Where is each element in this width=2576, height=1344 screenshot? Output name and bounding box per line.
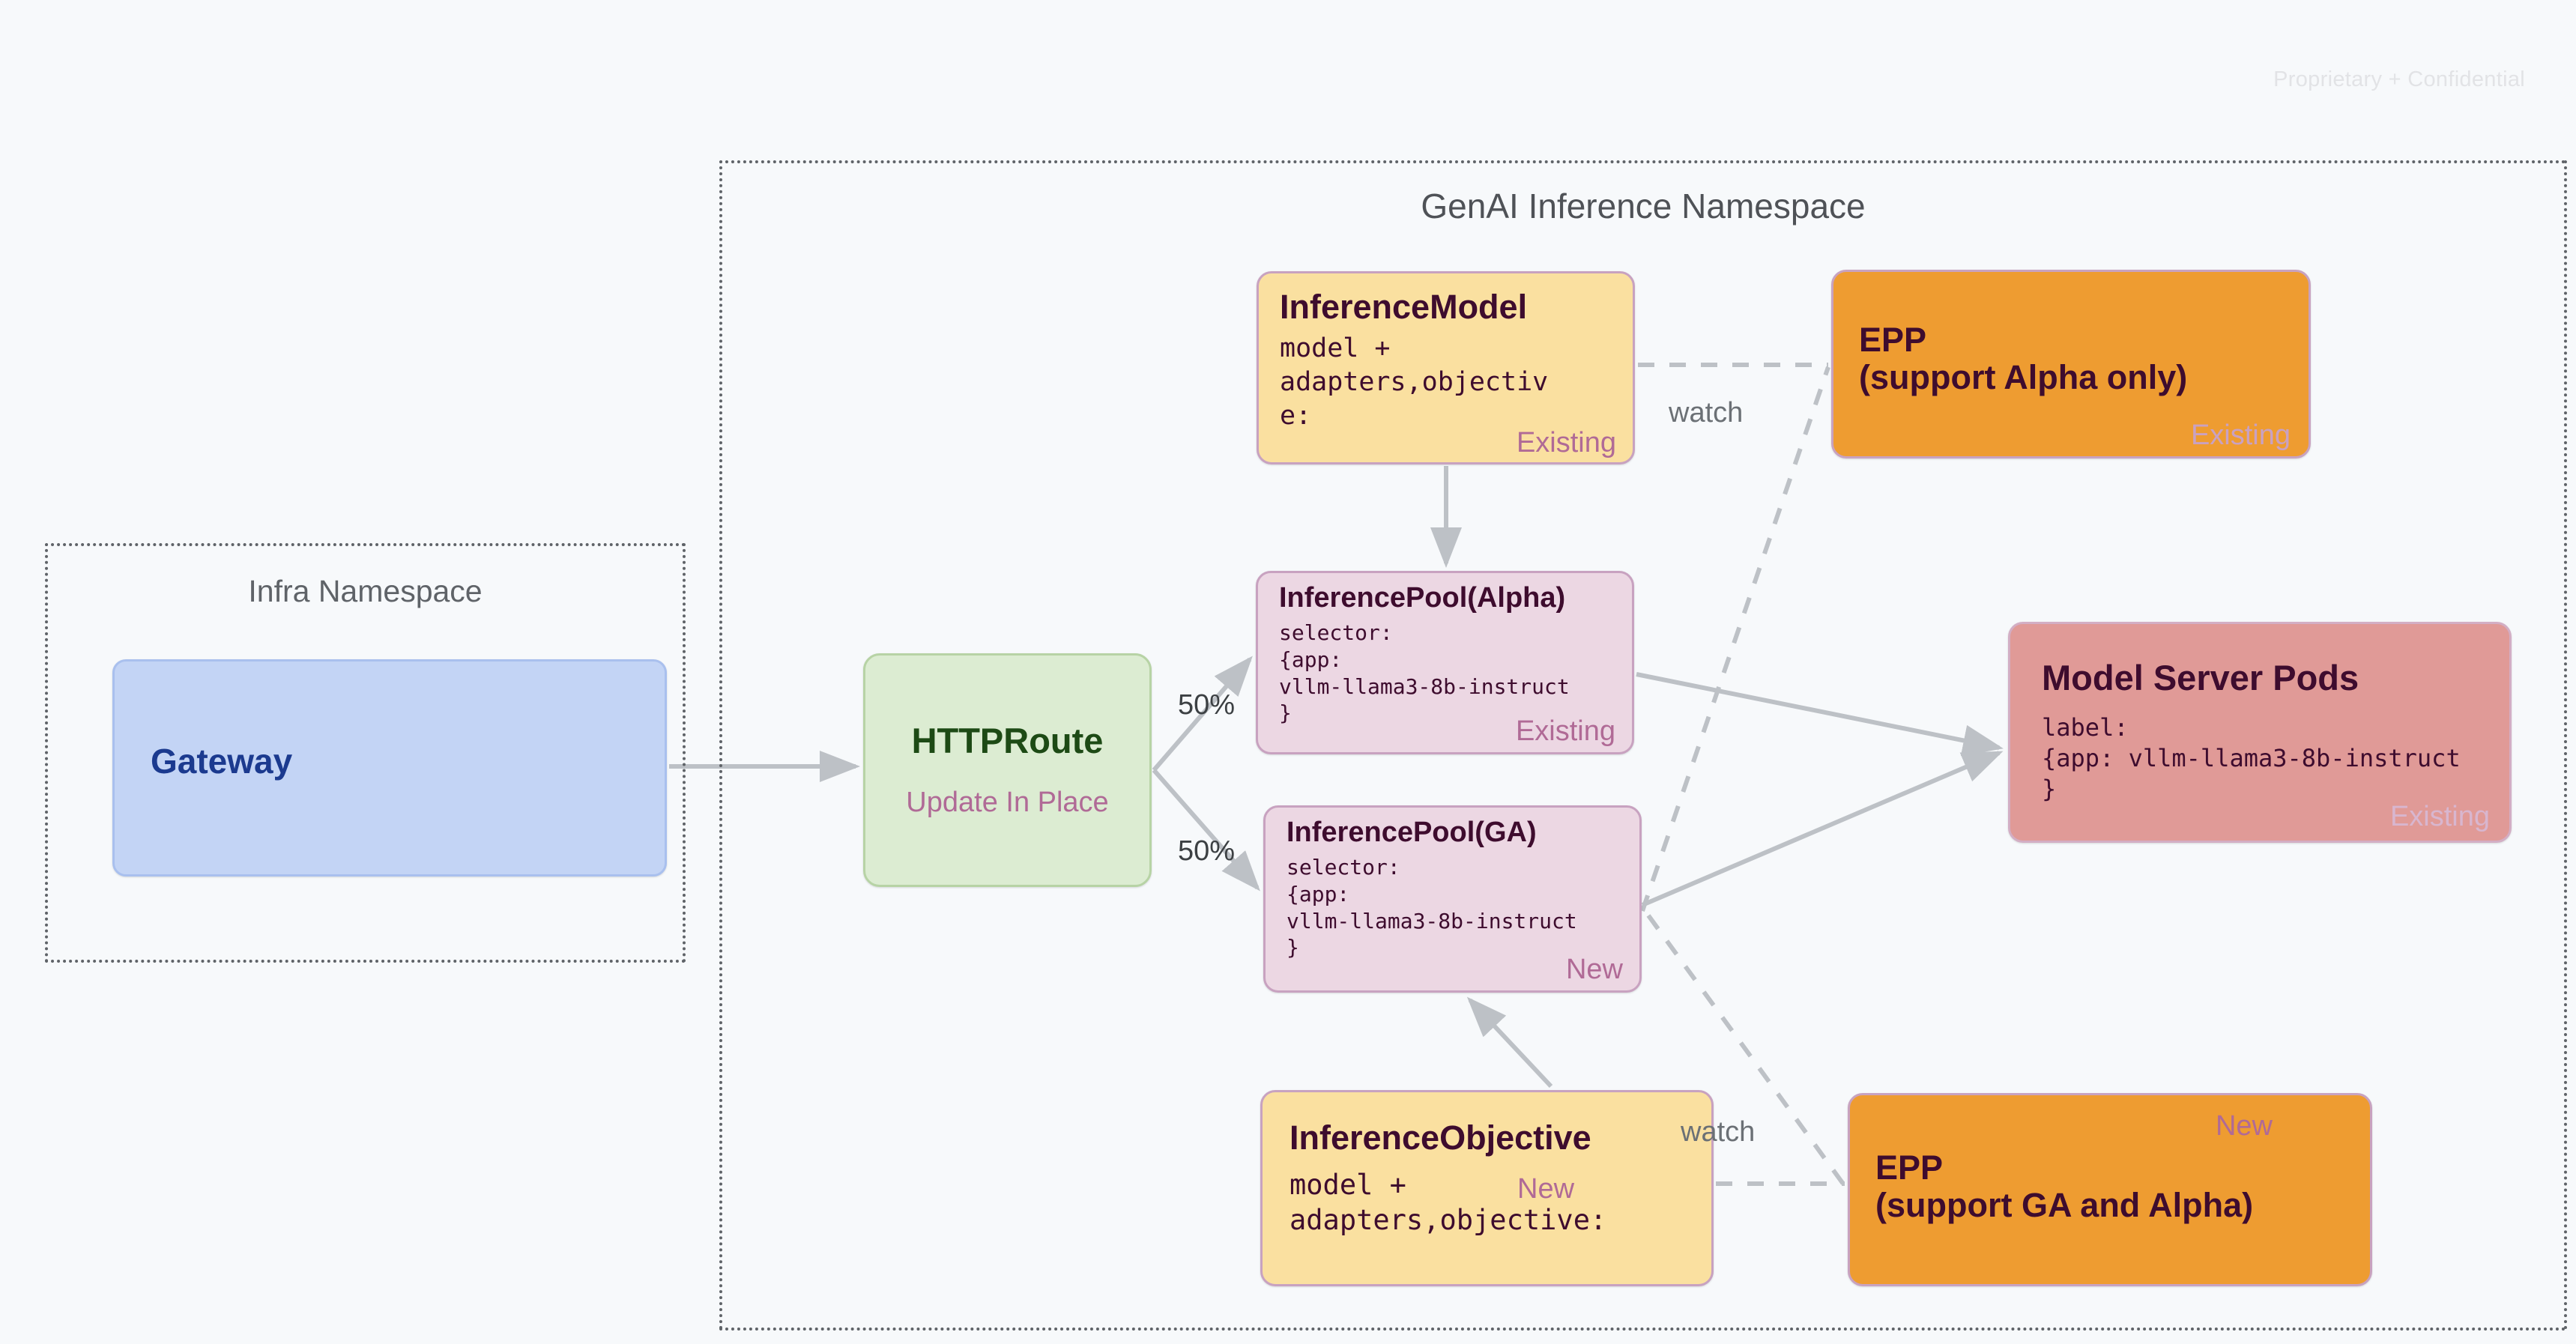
inferencepool-alpha-status-tag: Existing bbox=[1515, 715, 1615, 747]
node-epp-alpha[interactable]: EPP (support Alpha only) Existing bbox=[1831, 270, 2311, 458]
epp-ga-status-tag: New bbox=[2215, 1110, 2273, 1142]
edge-label-watch-bottom: watch bbox=[1681, 1116, 1756, 1148]
node-inferencepool-ga[interactable]: InferencePool(GA) selector: {app: vllm-l… bbox=[1263, 805, 1642, 993]
epp-alpha-status-tag: Existing bbox=[2190, 420, 2291, 451]
node-epp-ga[interactable]: EPP (support GA and Alpha) New bbox=[1848, 1093, 2372, 1286]
inferenceobjective-title: InferenceObjective bbox=[1289, 1119, 1591, 1157]
httproute-status-tag: Update In Place bbox=[906, 787, 1109, 818]
inferencepool-alpha-body: selector: {app: vllm-llama3-8b-instruct … bbox=[1279, 620, 1570, 726]
edge-label-watch-top: watch bbox=[1669, 397, 1744, 429]
genai-namespace-title: GenAI Inference Namespace bbox=[1421, 187, 1866, 225]
inferencepool-alpha-title: InferencePool(Alpha) bbox=[1279, 582, 1566, 614]
edge-label-split-top: 50% bbox=[1178, 689, 1236, 721]
edge-label-split-bottom: 50% bbox=[1178, 835, 1236, 867]
model-server-pods-title: Model Server Pods bbox=[2042, 658, 2359, 697]
node-httproute[interactable]: HTTPRoute Update In Place bbox=[863, 653, 1152, 887]
epp-alpha-title: EPP (support Alpha only) bbox=[1859, 321, 2188, 397]
model-server-pods-status-tag: Existing bbox=[2389, 801, 2490, 832]
inferencepool-ga-title: InferencePool(GA) bbox=[1287, 817, 1537, 848]
inferencemodel-title: InferenceModel bbox=[1280, 288, 1528, 326]
httproute-title: HTTPRoute bbox=[911, 721, 1104, 760]
infra-namespace-title: Infra Namespace bbox=[248, 574, 483, 608]
node-model-server-pods[interactable]: Model Server Pods label: {app: vllm-llam… bbox=[2008, 622, 2512, 843]
epp-ga-title: EPP (support GA and Alpha) bbox=[1875, 1148, 2254, 1225]
node-inferencepool-alpha[interactable]: InferencePool(Alpha) selector: {app: vll… bbox=[1256, 571, 1634, 754]
inferencepool-ga-body: selector: {app: vllm-llama3-8b-instruct … bbox=[1287, 855, 1577, 960]
confidential-notice: Proprietary + Confidential bbox=[2273, 67, 2525, 91]
inferenceobjective-body: model + adapters,objective: bbox=[1289, 1169, 1607, 1237]
model-server-pods-body: label: {app: vllm-llama3-8b-instruct } bbox=[2042, 713, 2461, 803]
inferenceobjective-status-tag: New bbox=[1517, 1173, 1575, 1205]
inferencemodel-body: model + adapters,objectiv e: bbox=[1280, 333, 1549, 431]
gateway-title: Gateway bbox=[151, 742, 293, 781]
node-inferencemodel[interactable]: InferenceModel model + adapters,objectiv… bbox=[1257, 271, 1635, 464]
node-inferenceobjective[interactable]: InferenceObjective model + adapters,obje… bbox=[1260, 1090, 1714, 1286]
node-gateway[interactable]: Gateway bbox=[112, 659, 667, 877]
genai-namespace-container bbox=[719, 160, 2567, 1331]
inferencemodel-status-tag: Existing bbox=[1516, 427, 1616, 458]
inferencepool-ga-status-tag: New bbox=[1565, 954, 1623, 985]
infra-namespace-container bbox=[45, 543, 686, 963]
